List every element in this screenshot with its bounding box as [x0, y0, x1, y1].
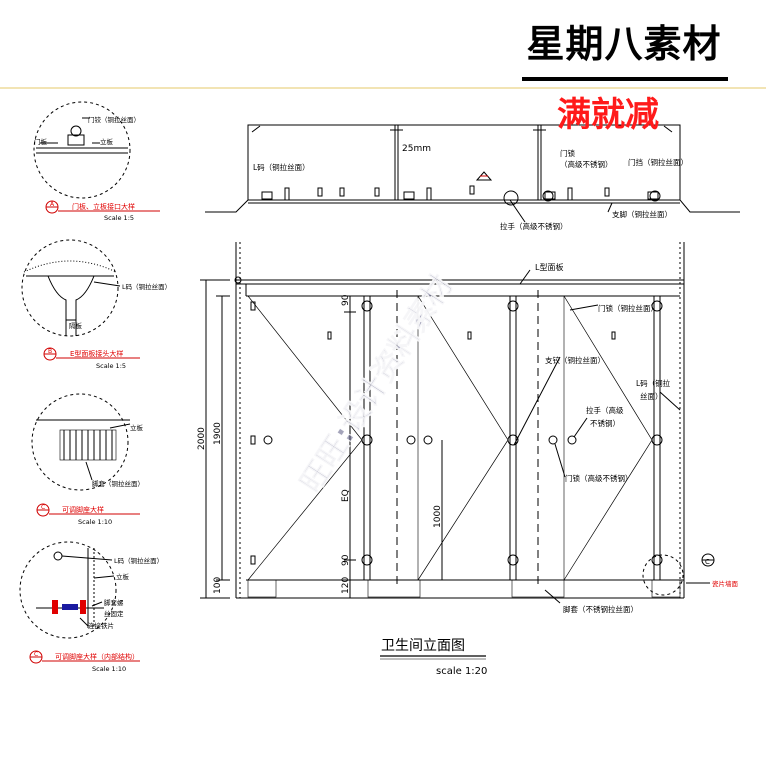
label-door-lock: 门锁（高级不锈钢） [565, 473, 633, 483]
detail-a-note2: 门板 [34, 137, 48, 146]
label-l-code-1: L码（铜拉 [636, 378, 671, 388]
label-wall: 瓷片墙面 [712, 579, 739, 588]
brand-underline [522, 77, 728, 81]
label-top-panel: L型面板 [535, 262, 563, 272]
detail-c1-scale: Scale 1:10 [78, 518, 112, 526]
dim-120: 120 [341, 577, 351, 594]
detail-c1-label: 可调脚座大样 [62, 505, 104, 514]
dim-100: 100 [213, 577, 223, 594]
detail-c2-note4: 丝固定 [104, 609, 124, 618]
detail-c2-note2: 立板 [116, 572, 130, 581]
elevation-hinges [250, 300, 663, 566]
detail-b [21, 239, 121, 337]
detail-a-note1: 门铰（铜拉丝面） [88, 115, 140, 124]
plan-label-door-lock-1: 门锁 [560, 148, 575, 158]
plan-label-stand-foot: 支脚（铜拉丝面） [612, 209, 672, 219]
dim-2000: 2000 [197, 427, 207, 450]
brand-title: 星期八素材 [526, 22, 722, 66]
detail-a-mark: A [50, 201, 55, 208]
detail-b-mark: B [48, 348, 52, 355]
detail-a [33, 101, 131, 199]
label-hinge: 支铰（铜拉丝面） [545, 355, 605, 365]
detail-b-tag: B E型面板接头大样 Scale 1:5 [43, 347, 140, 370]
dim-90-top: 90 [341, 294, 351, 306]
detail-c1-tag: C 可调脚座大样 Scale 1:10 [36, 503, 140, 526]
detail-c2-mark: C [34, 651, 38, 658]
elevation-title: 卫生间立面图 [381, 638, 465, 654]
detail-c1-note1: 立板 [130, 423, 144, 432]
foot-bases [247, 579, 681, 598]
dim-90-bottom: 90 [341, 554, 351, 566]
detail-c2-note5: 连接铁片 [88, 621, 114, 630]
detail-b-scale: Scale 1:5 [96, 362, 126, 370]
detail-c2-note3: 脚套螺 [104, 598, 124, 607]
detail-c2-label: 可调脚座大样（内部结构） [55, 652, 139, 661]
dim-1000: 1000 [433, 505, 443, 528]
detail-b-label: E型面板接头大样 [70, 349, 123, 358]
detail-a-label: 门板、立板接口大样 [72, 202, 135, 211]
plan-label-door-lock-2: （高级不锈钢） [560, 159, 613, 169]
plan-label-door-stop: 门挡（铜拉丝面） [628, 157, 688, 167]
label-l-code-2: 丝面） [640, 391, 663, 401]
detail-c1-note2: 脚套（铜拉丝面） [92, 479, 144, 488]
label-lock: 门锁（铜拉丝面） [598, 303, 658, 313]
promo-badge: 满就减 [557, 95, 659, 135]
detail-c1-mark: C [41, 504, 45, 511]
detail-b-note1: L码（铜拉丝面） [122, 282, 171, 291]
detail-c2-red-parts [52, 600, 86, 614]
detail-a-scale: Scale 1:5 [104, 214, 134, 222]
callout-c-mark: C [705, 558, 710, 566]
detail-c2-note1: L码（铜拉丝面） [114, 556, 163, 565]
plan-label-l-code: L码（铜拉丝面） [253, 162, 310, 172]
plan-view [205, 124, 740, 223]
plan-label-handle: 拉手（高级不锈钢） [500, 221, 568, 231]
label-handle-1: 拉手（高级 [586, 405, 624, 415]
plan-dim-25mm: 25mm [402, 144, 431, 154]
detail-b-note2: 隔板 [69, 321, 83, 330]
detail-c2-tag: C 可调脚座大样（内部结构） Scale 1:10 [29, 650, 140, 673]
dim-1900: 1900 [213, 422, 223, 445]
detail-c2-scale: Scale 1:10 [92, 665, 126, 673]
label-handle-2: 不锈钢） [590, 418, 620, 428]
elevation-view [200, 242, 715, 604]
dim-eq: EQ [341, 489, 351, 502]
detail-c1 [31, 393, 131, 491]
detail-a-tag: A 门板、立板接口大样 Scale 1:5 [45, 200, 160, 222]
plan-hardware [261, 185, 661, 206]
detail-c2 [19, 541, 117, 639]
elevation-scale: scale 1:20 [436, 666, 487, 677]
detail-a-note3: 立板 [100, 137, 114, 146]
label-foot: 脚套（不锈钢拉丝面） [563, 604, 638, 614]
